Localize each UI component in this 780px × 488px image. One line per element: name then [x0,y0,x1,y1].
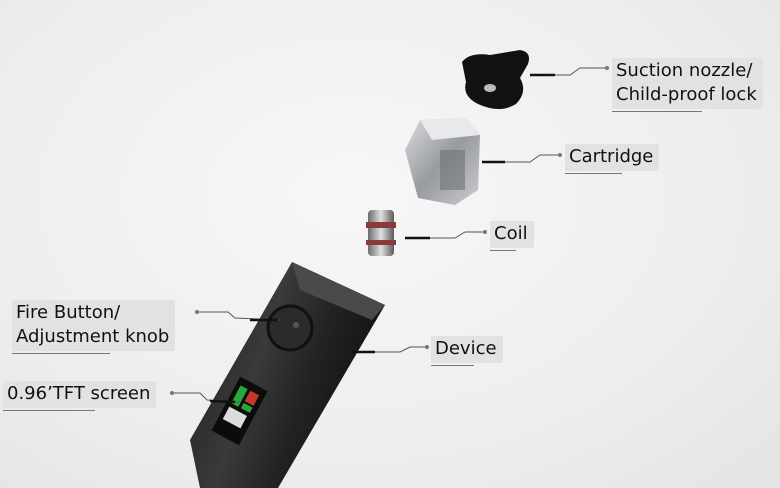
label-suction-nozzle: Suction nozzle/ Child-proof lock [612,58,763,112]
label-device: Device [431,336,503,366]
suction-nozzle-part [462,50,529,109]
label-line: Suction nozzle/ [616,60,753,81]
label-fire-button: Fire Button/ Adjustment knob [12,300,176,354]
coil-part [366,210,396,256]
leader-line-accents [209,73,555,404]
label-line: Fire Button/ [16,302,121,323]
device-part [190,262,385,488]
label-coil: Coil [490,221,534,251]
cartridge-part [405,118,480,205]
label-line: Adjustment knob [16,326,170,347]
leader-dots [170,66,609,395]
label-tft-screen: 0.96’TFT screen [3,381,157,411]
label-line: Child-proof lock [616,84,757,105]
fire-button-knob [266,304,314,352]
label-cartridge: Cartridge [565,144,660,174]
